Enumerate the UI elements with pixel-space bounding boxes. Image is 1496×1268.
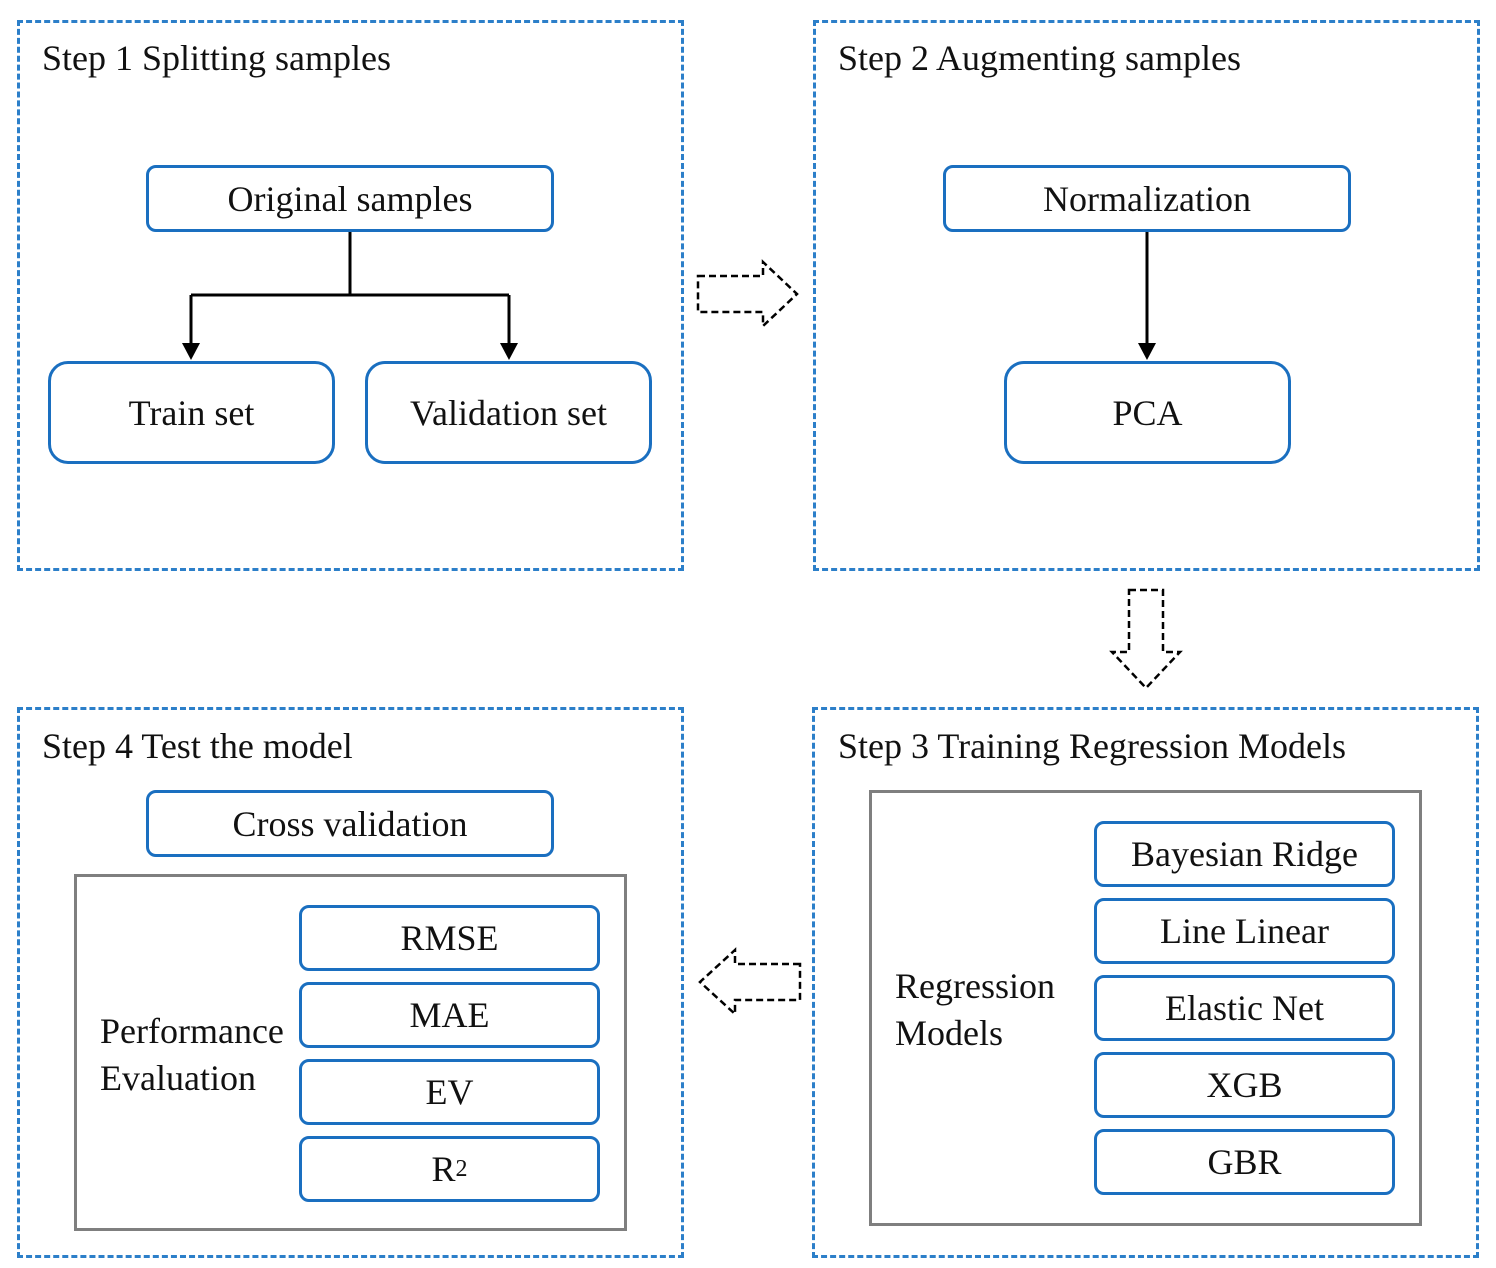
performance-evaluation-label-line2: Evaluation bbox=[100, 1058, 256, 1098]
model-xgb: XGB bbox=[1094, 1052, 1395, 1118]
metric-rmse: RMSE bbox=[299, 905, 600, 971]
step3-panel bbox=[812, 707, 1479, 1258]
step2-title: Step 2 Augmenting samples bbox=[838, 38, 1241, 78]
pca-node: PCA bbox=[1004, 361, 1291, 464]
train-set-node: Train set bbox=[48, 361, 335, 464]
performance-evaluation-label-line1: Performance bbox=[100, 1011, 284, 1051]
performance-evaluation-label: Performance Evaluation bbox=[100, 1008, 284, 1102]
step1-panel bbox=[17, 20, 684, 571]
dashed-arrow-down bbox=[1109, 588, 1183, 690]
normalization-node: Normalization bbox=[943, 165, 1351, 232]
performance-evaluation-group bbox=[74, 874, 627, 1231]
step2-panel bbox=[813, 20, 1480, 571]
original-samples-node: Original samples bbox=[146, 165, 554, 232]
model-line-linear: Line Linear bbox=[1094, 898, 1395, 964]
split-connector bbox=[182, 231, 518, 360]
normalization-to-pca-arrow bbox=[1138, 231, 1156, 360]
metric-ev: EV bbox=[299, 1059, 600, 1125]
regression-models-label-line2: Models bbox=[895, 1013, 1003, 1053]
cross-validation-node: Cross validation bbox=[146, 790, 554, 857]
arrow-to-train-set bbox=[182, 343, 200, 360]
regression-models-label: Regression Models bbox=[895, 963, 1055, 1057]
dashed-arrow-left bbox=[698, 947, 802, 1017]
dashed-arrow-right bbox=[696, 259, 799, 329]
metric-r2-base: R bbox=[431, 1149, 456, 1189]
regression-models-label-line1: Regression bbox=[895, 966, 1055, 1006]
step4-title: Step 4 Test the model bbox=[42, 726, 353, 766]
model-gbr: GBR bbox=[1094, 1129, 1395, 1195]
regression-models-group bbox=[869, 790, 1422, 1226]
model-elastic-net: Elastic Net bbox=[1094, 975, 1395, 1041]
metric-mae: MAE bbox=[299, 982, 600, 1048]
step3-title: Step 3 Training Regression Models bbox=[838, 726, 1347, 766]
validation-set-node: Validation set bbox=[365, 361, 652, 464]
model-bayesian-ridge: Bayesian Ridge bbox=[1094, 821, 1395, 887]
step1-title: Step 1 Splitting samples bbox=[42, 38, 392, 78]
arrow-to-validation-set bbox=[500, 343, 518, 360]
step4-panel bbox=[17, 707, 684, 1258]
